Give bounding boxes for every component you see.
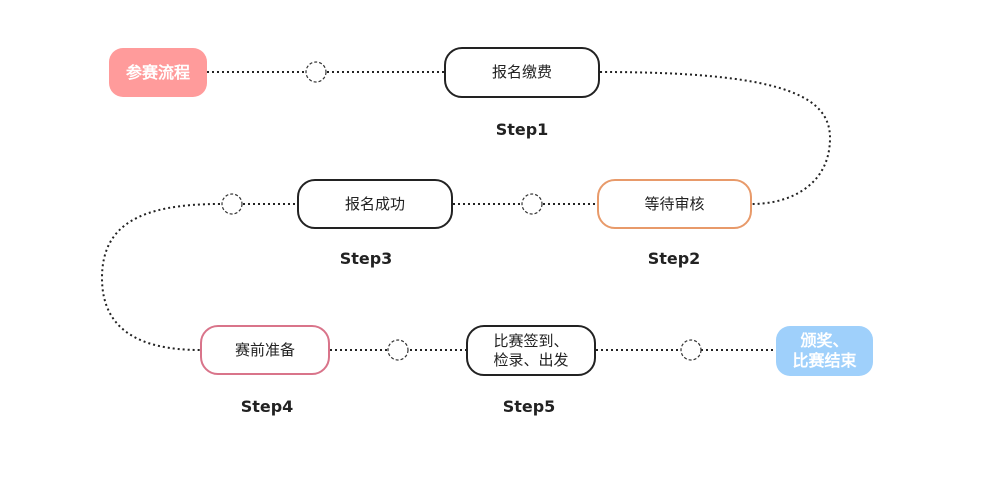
connector-dot-4 (387, 339, 409, 361)
connector-dot-1 (305, 61, 327, 83)
connector-dot-5 (680, 339, 702, 361)
step4-node: 赛前准备 (200, 325, 330, 375)
step3-label: Step3 (339, 249, 393, 268)
step2-label: Step2 (647, 249, 701, 268)
connector-dot-2 (521, 193, 543, 215)
step1-node: 报名缴费 (444, 47, 600, 98)
step5-label: Step5 (502, 397, 556, 416)
step4-label: Step4 (240, 397, 294, 416)
step1-label: Step1 (495, 120, 549, 139)
start-badge: 参赛流程 (109, 48, 207, 97)
end-badge: 颁奖、 比赛结束 (776, 326, 873, 376)
connector-dot-3 (221, 193, 243, 215)
step2-node: 等待审核 (597, 179, 752, 229)
step3-node: 报名成功 (297, 179, 453, 229)
step5-node: 比赛签到、 检录、出发 (466, 325, 596, 376)
